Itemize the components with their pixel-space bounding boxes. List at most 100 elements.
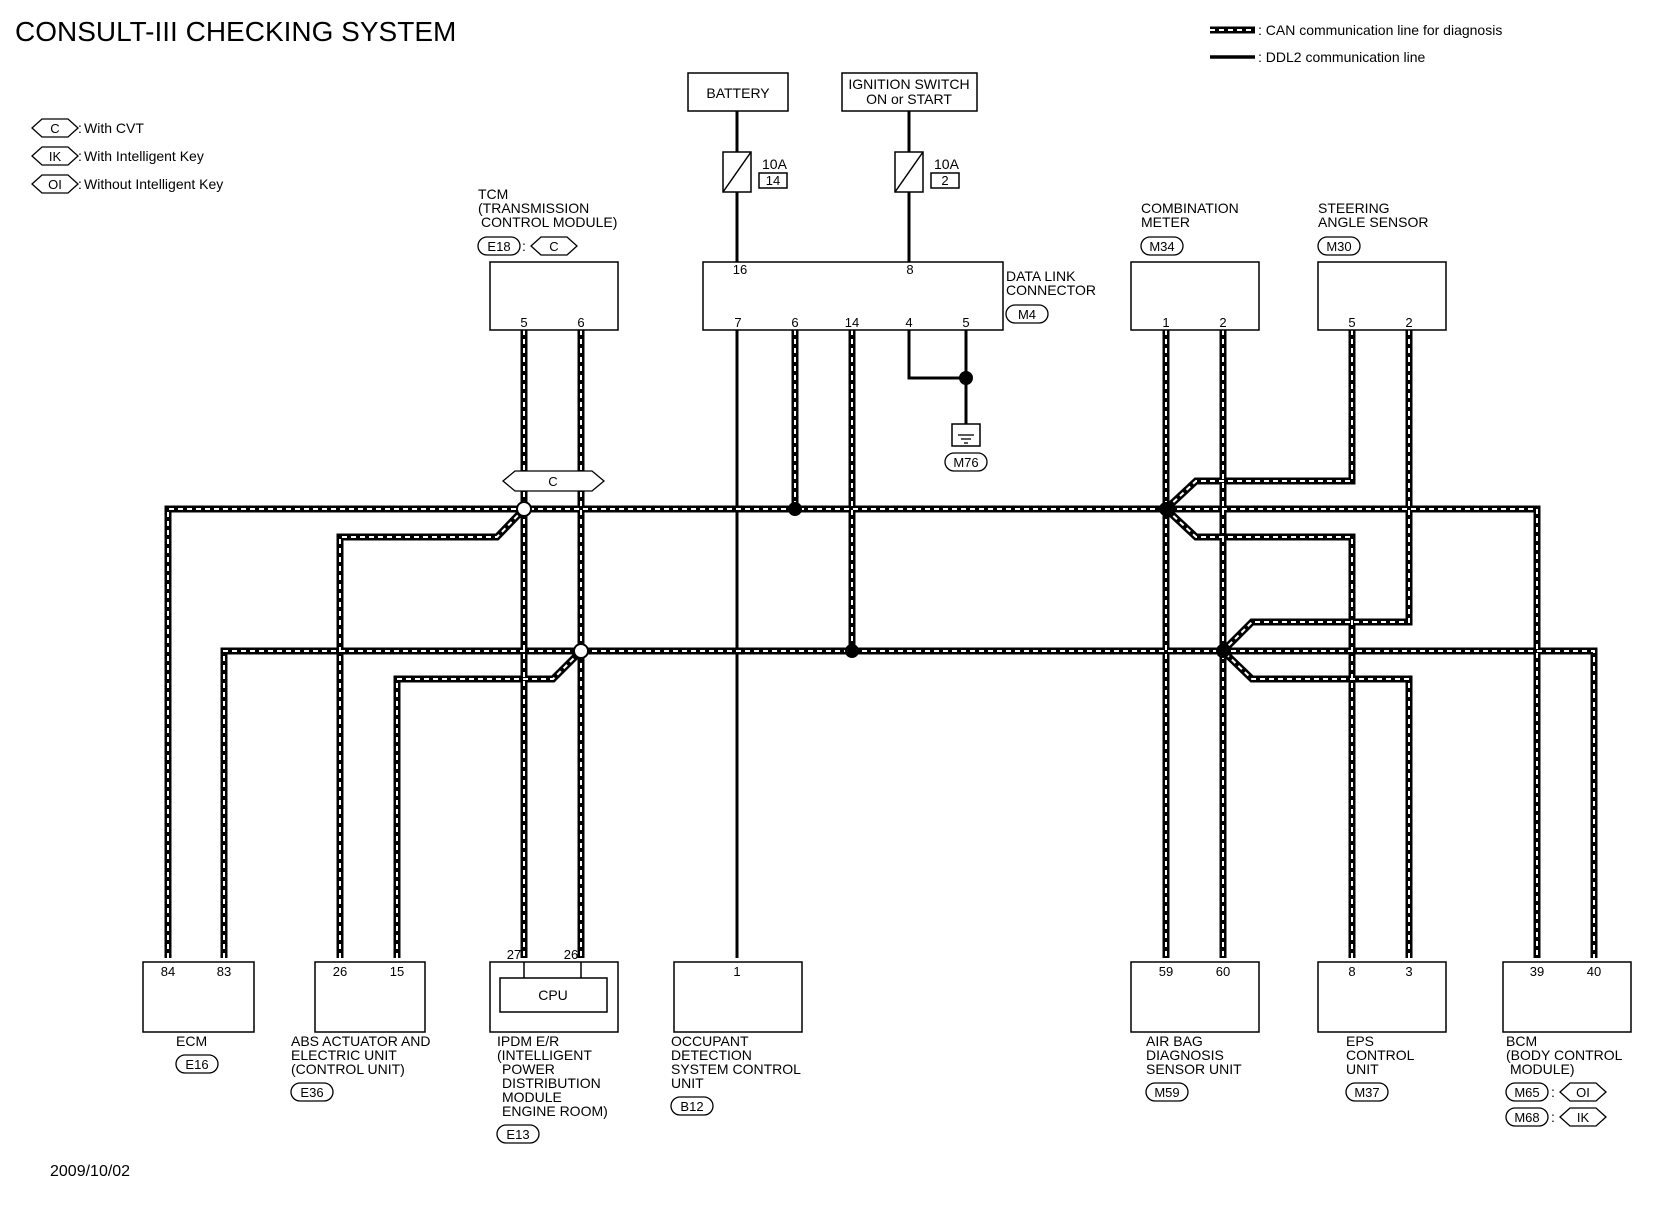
svg-text:SENSOR UNIT: SENSOR UNIT [1146,1061,1242,1077]
svg-text:CONTROL: CONTROL [1346,1047,1415,1063]
svg-text:E18: E18 [487,239,510,254]
ipdm-er-module: 27 26 CPU IPDM E/R (INTELLIGENT POWER DI… [489,947,619,1144]
svg-text:5: 5 [1348,315,1355,330]
svg-text:(BODY CONTROL: (BODY CONTROL [1506,1047,1623,1063]
svg-text:MODULE): MODULE) [1510,1061,1575,1077]
battery-box: BATTERY [687,72,789,112]
ignition-switch-box: IGNITION SWITCH ON or START [841,72,978,112]
svg-text:M4: M4 [1018,307,1036,322]
svg-text:5: 5 [520,315,527,330]
line-legend: : CAN communication line for diagnosis :… [1210,22,1502,65]
can-lines [164,330,1598,958]
svg-text:8: 8 [906,262,913,277]
svg-text:59: 59 [1159,964,1173,979]
svg-text:3: 3 [1405,964,1412,979]
svg-text:2: 2 [941,173,948,188]
svg-text:(INTELLIGENT: (INTELLIGENT [497,1047,592,1063]
svg-text:C: C [548,474,557,489]
svg-text:DISTRIBUTION: DISTRIBUTION [502,1075,601,1091]
svg-text:M37: M37 [1354,1085,1379,1100]
svg-text:M30: M30 [1326,239,1351,254]
diagram-title: CONSULT-III CHECKING SYSTEM [15,16,456,47]
svg-text:27: 27 [507,947,521,962]
abs-actuator-unit: 26 15 ABS ACTUATOR AND ELECTRIC UNIT (CO… [290,961,431,1102]
svg-text:(CONTROL UNIT): (CONTROL UNIT) [291,1061,405,1077]
svg-text:M34: M34 [1149,239,1174,254]
svg-text:7: 7 [734,315,741,330]
bcm-module: 39 40 BCM (BODY CONTROL MODULE) M65 : OI… [1502,961,1632,1127]
air-bag-sensor-unit: 59 60 AIR BAG DIAGNOSIS SENSOR UNIT M59 [1130,961,1260,1102]
svg-text:STEERING: STEERING [1318,200,1390,216]
svg-text:C: C [549,239,558,254]
svg-text:SYSTEM CONTROL: SYSTEM CONTROL [671,1061,801,1077]
occupant-detection-unit: 1 OCCUPANT DETECTION SYSTEM CONTROL UNIT… [670,961,803,1116]
svg-text:IPDM E/R: IPDM E/R [497,1033,559,1049]
svg-text:5: 5 [962,315,969,330]
svg-text:M68: M68 [1514,1110,1539,1125]
svg-text:EPS: EPS [1346,1033,1374,1049]
ground-m76: M76 [944,423,988,472]
legend-code-ik: IK With Intelligent Key : [31,146,204,166]
svg-text:DATA LINK: DATA LINK [1006,268,1076,284]
svg-text:16: 16 [733,262,747,277]
svg-text:E16: E16 [185,1057,208,1072]
svg-text:14: 14 [845,315,859,330]
legend-code-oi: OI Without Intelligent Key : [31,174,223,194]
svg-text:10A: 10A [762,156,788,172]
svg-text:6: 6 [791,315,798,330]
svg-text:TCM: TCM [478,186,508,202]
svg-text:AIR BAG: AIR BAG [1146,1033,1203,1049]
svg-text:14: 14 [766,173,780,188]
svg-text:2: 2 [1405,315,1412,330]
svg-text:DIAGNOSIS: DIAGNOSIS [1146,1047,1224,1063]
svg-text:15: 15 [390,964,404,979]
cvt-option-tag: C [501,470,606,492]
svg-text:(TRANSMISSION: (TRANSMISSION [478,200,589,216]
svg-text:E13: E13 [506,1127,529,1142]
svg-text:E36: E36 [300,1085,323,1100]
svg-text:8: 8 [1348,964,1355,979]
svg-text:M59: M59 [1154,1085,1179,1100]
svg-text:OI: OI [48,177,62,192]
svg-text:CONTROL MODULE): CONTROL MODULE) [481,214,617,230]
svg-text:METER: METER [1141,214,1190,230]
svg-text::: : [78,120,82,136]
junction-dots [516,371,1230,659]
svg-text:IK: IK [1577,1110,1590,1125]
eps-control-unit: 8 3 EPS CONTROL UNIT M37 [1317,961,1447,1102]
svg-text:UNIT: UNIT [671,1075,704,1091]
svg-text:ABS ACTUATOR AND: ABS ACTUATOR AND [291,1033,431,1049]
svg-text:39: 39 [1530,964,1544,979]
svg-text::: : [522,238,526,254]
svg-text::: : [1551,1084,1555,1100]
svg-text:DETECTION: DETECTION [671,1047,752,1063]
svg-text:40: 40 [1587,964,1601,979]
combination-meter: COMBINATION METER M34 1 2 [1130,200,1260,331]
svg-text:4: 4 [905,315,912,330]
diagram-date: 2009/10/02 [50,1163,130,1180]
svg-text:ELECTRIC UNIT: ELECTRIC UNIT [291,1047,397,1063]
svg-text:26: 26 [333,964,347,979]
svg-text:IGNITION SWITCH: IGNITION SWITCH [848,76,969,92]
svg-text:COMBINATION: COMBINATION [1141,200,1239,216]
svg-text:ENGINE ROOM): ENGINE ROOM) [502,1103,608,1119]
svg-text:ON or START: ON or START [866,91,952,107]
svg-text:2: 2 [1219,315,1226,330]
svg-text:OI: OI [1576,1085,1590,1100]
svg-text:Without Intelligent Key: Without Intelligent Key [84,176,223,192]
option-legend: C With CVT : IK With Intelligent Key : O… [31,118,223,194]
tcm-module: TCM (TRANSMISSION CONTROL MODULE) E18 : … [477,186,619,331]
svg-text:POWER: POWER [502,1061,555,1077]
svg-text:With Intelligent Key: With Intelligent Key [84,148,204,164]
svg-text::: : [78,148,82,164]
svg-text:1: 1 [733,964,740,979]
fuse-14: 10A 14 [722,151,788,193]
svg-text:OCCUPANT: OCCUPANT [671,1033,749,1049]
svg-text::: : [78,176,82,192]
svg-text:C: C [50,121,59,136]
svg-text:B12: B12 [680,1099,703,1114]
svg-text:6: 6 [577,315,584,330]
svg-text:MODULE: MODULE [502,1089,562,1105]
svg-text:M65: M65 [1514,1085,1539,1100]
svg-text:CPU: CPU [538,987,568,1003]
